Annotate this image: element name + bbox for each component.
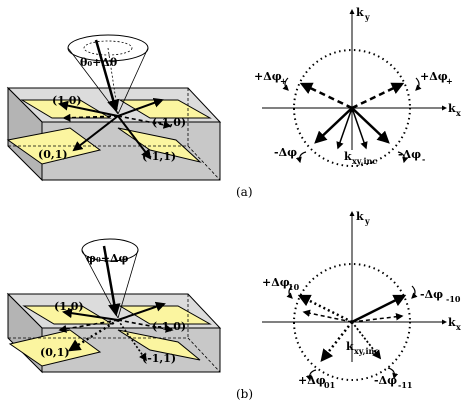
panel-b-kspace	[262, 211, 447, 382]
center-label-b: k	[346, 340, 354, 353]
label-b-bottom-right-sub: -11	[398, 380, 412, 390]
caption-a: (a)	[236, 185, 253, 199]
order-a-1: (1,0)	[52, 94, 82, 107]
label-a-bottom-left: -Δφ	[274, 146, 297, 159]
cone-label-b: φ₀+Δφ	[86, 252, 129, 265]
label-b-top-right-sub: -10	[446, 294, 461, 304]
caption-b: (b)	[236, 387, 253, 401]
ky-sub-b: y	[364, 216, 370, 226]
label-a-top-left: +Δφ	[254, 70, 282, 83]
center-sub-b: xy,inc	[354, 346, 379, 356]
panel-b-slab	[6, 292, 222, 374]
label-b-bottom-left: +Δφ	[298, 374, 326, 387]
kx-sub-a: x	[456, 108, 461, 118]
panel-b-cone: φ₀+Δφ	[81, 238, 139, 319]
label-b-bottom-right: -Δφ	[374, 374, 397, 387]
label-a-bottom-right: -Δφ	[398, 148, 421, 161]
kx-sub-b: x	[456, 322, 461, 332]
label-a-top-right-sub: +	[446, 76, 453, 86]
order-a-2: (-1,0)	[152, 116, 186, 129]
label-a-top-left-sub: +	[280, 76, 287, 86]
panel-b-beams	[58, 301, 174, 362]
label-b-top-right: -Δφ	[420, 288, 443, 301]
kx-label-a: k	[448, 102, 456, 115]
ky-label-a: k	[356, 6, 364, 19]
ky-sub-a: y	[364, 12, 370, 22]
label-a-bottom-left-sub: -	[298, 152, 301, 162]
order-b-2: (-1,0)	[152, 320, 186, 333]
order-b-3: (0,1)	[40, 346, 70, 359]
order-a-3: (0,1)	[38, 148, 68, 161]
panel-a-beams	[58, 98, 172, 160]
label-a-top-right: +Δφ	[420, 70, 448, 83]
label-b-top-left-sub: 10	[288, 282, 300, 292]
panel-a-cone: θ₀+Δθ	[67, 34, 149, 115]
order-b-1: (1,0)	[54, 300, 84, 313]
order-b-4: (-1,1)	[142, 352, 176, 365]
strip-b-3	[8, 329, 102, 367]
ky-label-b: k	[356, 210, 364, 223]
panel-a-slab	[6, 86, 222, 182]
center-label-a: k	[344, 150, 352, 163]
kx-label-b: k	[448, 316, 456, 329]
label-b-bottom-left-sub: 01	[324, 380, 335, 390]
center-sub-a: xy,inc	[352, 156, 377, 166]
label-b-top-left: +Δφ	[262, 276, 290, 289]
label-a-bottom-right-sub: -	[422, 154, 425, 164]
cone-label-a: θ₀+Δθ	[80, 56, 117, 69]
order-a-4: (-1,1)	[142, 150, 176, 163]
panel-a-kspace	[262, 9, 447, 167]
